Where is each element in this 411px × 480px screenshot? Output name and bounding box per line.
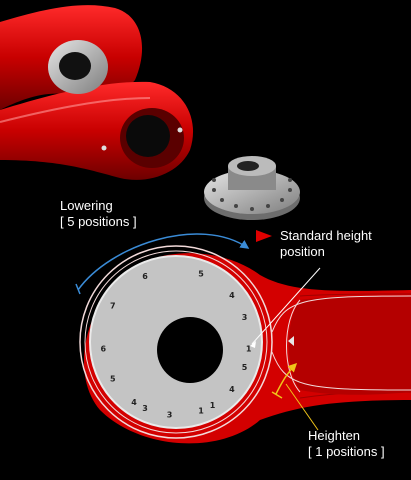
flanged-bushing [204,156,300,220]
heighten-arrow-tail [271,391,283,399]
main-arm-recess [288,296,411,395]
lowering-arrow [77,233,250,291]
dial-number: 4 [131,398,137,407]
dial-number: 5 [242,363,248,372]
lower-link-bore-hole [126,115,170,157]
dial-number: 7 [110,302,116,311]
dial-center-hole [157,317,223,383]
dial-number: 4 [229,385,235,394]
standard-height-label-line2: position [280,244,325,259]
dial-number: 3 [242,313,248,322]
dial-number: 1 [210,401,216,410]
dial-number: 6 [142,272,148,281]
standard-marker-icon [256,230,272,242]
dial-number: 6 [101,344,107,353]
dial-number: 3 [142,404,148,413]
outer-stripe [79,245,273,439]
heighten-leader-line [285,383,319,431]
dial-pointer [288,336,294,346]
lowering-label: Lowering [ 5 positions ] [60,198,137,230]
heighten-label: Heighten [ 1 positions ] [308,428,385,460]
dial-number: 3 [167,411,173,420]
dial-number: 5 [198,269,204,278]
dial-number: 4 [229,291,235,300]
heighten-label-line2: [ 1 positions ] [308,444,385,459]
lowering-label-line2: [ 5 positions ] [60,214,137,229]
lowering-label-line1: Lowering [60,198,113,213]
upper-bushing-hole [59,52,91,80]
heighten-label-line1: Heighten [308,428,361,443]
standard-height-label: Standard height position [280,228,372,260]
dial-number: 1 [246,344,252,353]
standard-height-label-line1: Standard height [280,228,372,243]
inner-stripe [84,250,268,434]
lowering-arrow-tail [75,283,81,295]
dial-number: 1 [198,407,204,416]
upper-arm [0,5,194,180]
dial-number: 5 [110,375,116,384]
heighten-arrow [275,362,298,395]
standard-leader-line [251,267,321,345]
